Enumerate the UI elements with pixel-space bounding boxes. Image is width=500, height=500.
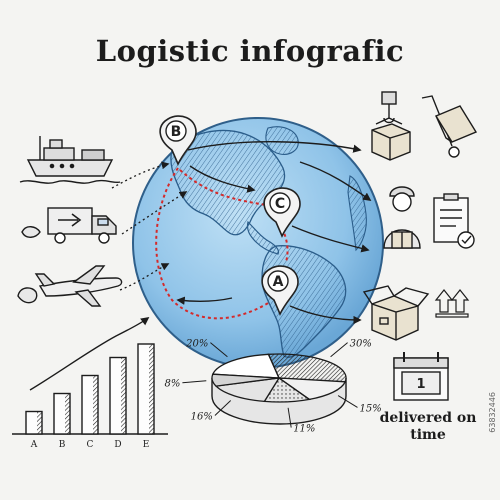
pin-a-label: A [273, 274, 284, 290]
pie-label: 20% [185, 339, 208, 350]
hand-truck-icon [421, 95, 478, 158]
calendar-day: 1 [416, 377, 425, 392]
growth-arrow [29, 316, 150, 391]
pin-b: B [159, 115, 197, 166]
pie-leader-line [214, 400, 232, 416]
continent-north-america [170, 129, 286, 236]
continent-greenland [265, 126, 299, 155]
bar-label-a: A [30, 440, 38, 450]
pie-slice [214, 377, 281, 403]
flow-arrows [176, 141, 372, 325]
pie-slice [276, 377, 347, 401]
delivered-on-time-text: delivered on time [379, 410, 477, 443]
pie-leader-line [182, 380, 207, 384]
pin-c-label: C [275, 196, 285, 212]
courier-icon [383, 186, 421, 249]
pin-b-label: B [171, 124, 182, 140]
route-red-dotted-2 [179, 169, 273, 207]
pin-c: C [263, 187, 301, 238]
bar-shade-a [37, 411, 42, 434]
truck-icon [21, 207, 117, 244]
bar-shade-e [149, 344, 154, 434]
bar-shade-d [121, 357, 126, 434]
crane-box-icon [371, 91, 411, 161]
pie-slice [211, 373, 280, 387]
clipboard-icon [433, 193, 475, 249]
arrows-up-icon [434, 289, 470, 318]
globe [132, 117, 384, 369]
bar-shade-c [93, 375, 98, 434]
pie-label: 11% [293, 424, 315, 435]
pie-leader-line [210, 342, 228, 358]
bar-chart: A B C D E [12, 316, 168, 450]
calendar-icon: 1 [393, 352, 449, 401]
bar-label-e: E [143, 440, 150, 450]
pie-label: 16% [191, 412, 213, 423]
bar-label-b: B [59, 440, 66, 450]
bar-label-c: C [87, 440, 94, 450]
bar-shade-b [65, 393, 70, 434]
pie-label: 15% [360, 403, 382, 414]
watermark: 63832446 [488, 392, 497, 433]
bar-label-d: D [114, 440, 121, 450]
airplane-icon [17, 265, 123, 307]
pie-label: 8% [165, 379, 181, 390]
pie-leader-line [330, 342, 348, 358]
route-red-dotted-3 [275, 217, 289, 263]
ship-icon [19, 136, 121, 184]
pin-a: A [261, 265, 299, 316]
pie-slice [267, 353, 347, 383]
route-red-dotted [155, 167, 271, 320]
pie-label: 30% [350, 339, 372, 350]
page-title: Logistic infografic [95, 34, 405, 68]
pie-chart: 20% 30% 15% 11% 16% 8% [165, 339, 382, 435]
pie-slice [211, 353, 281, 379]
open-box-icon [362, 285, 430, 341]
pie-leader-line [337, 395, 358, 408]
transport-connectors [111, 161, 188, 291]
pie-leader-line [287, 407, 292, 428]
